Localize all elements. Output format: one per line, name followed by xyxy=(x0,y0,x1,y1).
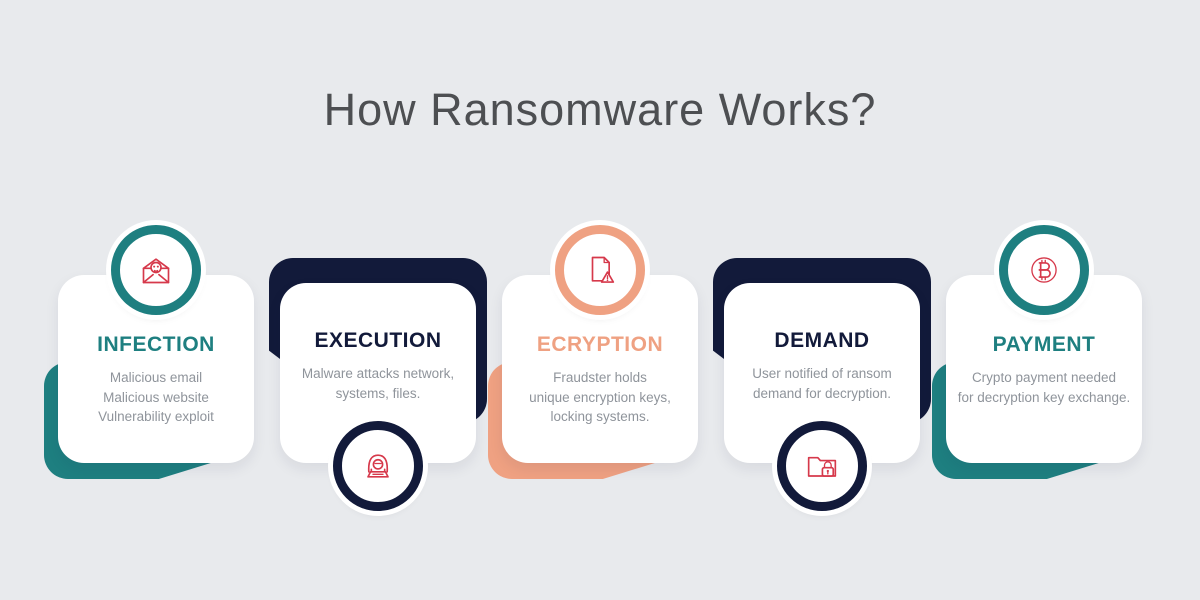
step-ecryption: ECRYPTION Fraudster holds unique encrypt… xyxy=(488,225,698,479)
bitcoin-icon xyxy=(1031,257,1057,283)
step-description: Malicious email Malicious website Vulner… xyxy=(98,370,214,425)
step-title: INFECTION xyxy=(97,333,215,356)
step-description: Fraudster holds unique encryption keys, … xyxy=(529,370,671,425)
document-warning-icon xyxy=(591,256,615,283)
hacker-icon xyxy=(333,421,423,511)
step-content: EXECUTION Malware attacks network, syste… xyxy=(280,283,476,463)
folder-lock-icon xyxy=(807,456,837,477)
step-demand: DEMAND User notified of ransom demand fo… xyxy=(713,258,931,511)
bitcoin-icon xyxy=(999,225,1089,315)
hacker-icon xyxy=(367,454,389,478)
folder-lock-icon xyxy=(777,421,867,511)
email-skull-icon xyxy=(142,258,170,284)
step-content: INFECTION Malicious email Malicious webs… xyxy=(58,275,254,463)
step-execution: EXECUTION Malware attacks network, syste… xyxy=(269,258,487,511)
step-title: DEMAND xyxy=(774,329,870,352)
step-description: Crypto payment needed for decryption key… xyxy=(957,370,1131,405)
step-title: EXECUTION xyxy=(314,329,442,352)
step-infection: INFECTION Malicious email Malicious webs… xyxy=(44,225,254,479)
step-description: Malware attacks network, systems, files. xyxy=(301,366,455,401)
step-payment: PAYMENT Crypto payment needed for decryp… xyxy=(932,225,1142,479)
document-warning-icon xyxy=(555,225,645,315)
email-skull-icon xyxy=(111,225,201,315)
page-title: How Ransomware Works? xyxy=(323,84,877,135)
step-title: PAYMENT xyxy=(992,333,1096,356)
step-description: User notified of ransom demand for decry… xyxy=(752,366,892,401)
steps-row: INFECTION Malicious email Malicious webs… xyxy=(44,225,1142,511)
step-content: PAYMENT Crypto payment needed for decryp… xyxy=(946,275,1142,463)
step-title: ECRYPTION xyxy=(536,333,664,356)
step-content: ECRYPTION Fraudster holds unique encrypt… xyxy=(502,275,698,463)
step-content: DEMAND User notified of ransom demand fo… xyxy=(724,283,920,463)
